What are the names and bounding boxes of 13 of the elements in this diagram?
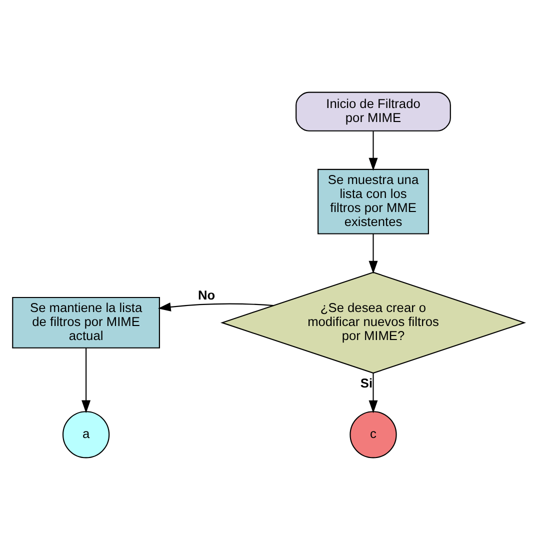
arrow: [368, 234, 378, 274]
arrow: [82, 348, 91, 414]
edge-label: Si: [360, 376, 373, 391]
edge-label: No: [198, 287, 216, 302]
node-diamond: ¿Se desea crear o modificar nuevos filtros por MIME?: [220, 272, 526, 374]
arrow: [368, 373, 378, 414]
arrow: [368, 131, 378, 171]
arrow: [158, 302, 274, 312]
node-box: Se muestra una lista con los filtros por MME existentes: [318, 168, 429, 234]
node-circle: c: [350, 411, 397, 458]
node-box: Inicio de Filtrado por MIME: [296, 92, 451, 132]
node-box: Se mantiene la lista de filtros por MIME actual: [12, 296, 160, 348]
node-circle: a: [62, 411, 110, 458]
